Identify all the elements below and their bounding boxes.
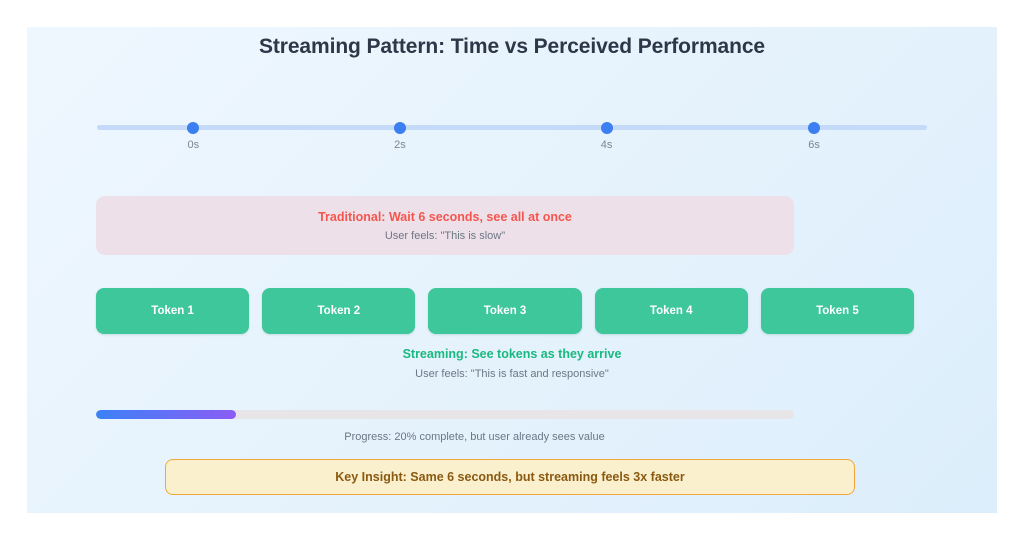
- progress-bar-fill: [96, 410, 236, 419]
- streaming-caption: Streaming: See tokens as they arrive Use…: [27, 347, 997, 380]
- timeline-label-1: 2s: [394, 139, 406, 151]
- traditional-headline: Traditional: Wait 6 seconds, see all at …: [318, 209, 572, 224]
- timeline: 0s 2s 4s 6s: [97, 121, 927, 165]
- timeline-label-3: 6s: [808, 139, 820, 151]
- token-chip-5[interactable]: Token 5: [760, 288, 915, 334]
- traditional-panel: Traditional: Wait 6 seconds, see all at …: [96, 196, 794, 255]
- timeline-node-2[interactable]: [600, 121, 613, 134]
- token-chip-4[interactable]: Token 4: [594, 288, 748, 334]
- token-chip-3[interactable]: Token 3: [428, 288, 582, 334]
- timeline-label-2: 4s: [600, 139, 613, 151]
- key-insight-banner: Key Insight: Same 6 seconds, but streami…: [165, 459, 855, 495]
- timeline-node-0[interactable]: [187, 121, 200, 134]
- page-title: Streaming Pattern: Time vs Perceived Per…: [258, 35, 766, 58]
- timeline-node-3[interactable]: [808, 121, 821, 134]
- infographic-panel: Streaming Pattern: Time vs Perceived Per…: [27, 27, 997, 513]
- streaming-subtext: User feels: "This is fast and responsive…: [415, 368, 609, 380]
- progress-bar[interactable]: [96, 410, 794, 419]
- progress-caption: Progress: 20% complete, but user already…: [344, 431, 605, 443]
- traditional-subtext: User feels: "This is slow": [384, 229, 506, 242]
- token-chip-1[interactable]: Token 1: [96, 288, 250, 334]
- timeline-label-0: 0s: [187, 139, 200, 151]
- streaming-headline: Streaming: See tokens as they arrive: [402, 347, 622, 361]
- token-chip-2[interactable]: Token 2: [262, 288, 416, 334]
- timeline-node-1[interactable]: [393, 121, 406, 134]
- timeline-track: [97, 125, 927, 130]
- token-row: Token 1 Token 2 Token 3 Token 4 Token 5: [96, 288, 915, 334]
